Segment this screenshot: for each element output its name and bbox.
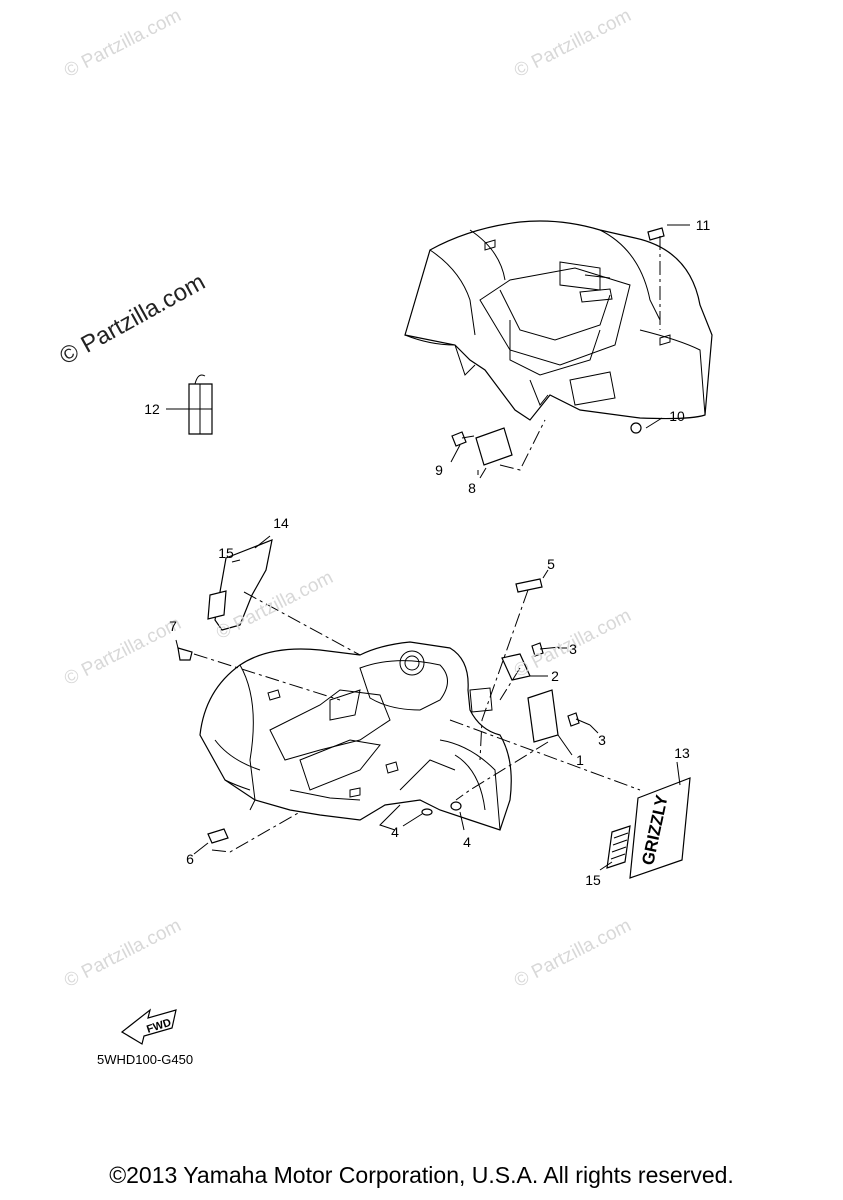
part-8-plate — [475, 427, 513, 466]
part-10-grommet — [630, 422, 642, 434]
callout-15-upper: 15 — [218, 545, 234, 561]
callout-4-right: 4 — [463, 834, 471, 850]
callout-9: 9 — [435, 462, 443, 478]
part-1-bracket — [527, 689, 559, 743]
callout-2: 2 — [551, 668, 559, 684]
diagram-code: 5WHD100-G450 — [97, 1052, 194, 1067]
callout-10: 10 — [669, 408, 685, 424]
part-4-grommet-left — [421, 808, 433, 816]
part-7-cap — [177, 647, 193, 661]
rear-fender — [404, 220, 713, 421]
callout-14: 14 — [273, 515, 289, 531]
part-5-label — [515, 578, 543, 593]
fwd-arrow-icon: FWD — [120, 1008, 177, 1045]
callout-3-lower: 3 — [598, 732, 606, 748]
part-9-screw — [451, 431, 475, 447]
callout-11: 11 — [695, 217, 711, 233]
part-14-panel — [214, 539, 273, 631]
part-3-screw-upper — [531, 642, 561, 657]
callout-7: 7 — [169, 618, 177, 634]
reference-lines — [193, 236, 661, 853]
leader-lines — [166, 224, 690, 871]
front-fender — [199, 641, 512, 831]
part-4-grommet-right — [450, 801, 462, 811]
part-12-tag — [188, 374, 213, 435]
part-15-decal-lower — [606, 825, 631, 869]
callout-12: 12 — [144, 401, 160, 417]
callout-3-upper: 3 — [569, 641, 577, 657]
callout-4-left: 4 — [391, 824, 399, 840]
callout-13: 13 — [674, 745, 690, 761]
part-3-screw-lower — [567, 712, 591, 727]
callout-5: 5 — [547, 556, 555, 572]
callout-6: 6 — [186, 851, 194, 867]
part-15-decal-upper — [207, 590, 227, 620]
part-13-emblem: GRIZZLY — [629, 777, 691, 879]
callout-1: 1 — [576, 752, 584, 768]
callout-15-lower: 15 — [585, 872, 601, 888]
part-11-label — [647, 227, 665, 241]
callout-8: 8 — [468, 480, 476, 496]
copyright-notice: ©2013 Yamaha Motor Corporation, U.S.A. A… — [109, 1162, 734, 1188]
part-6-label — [207, 828, 229, 844]
